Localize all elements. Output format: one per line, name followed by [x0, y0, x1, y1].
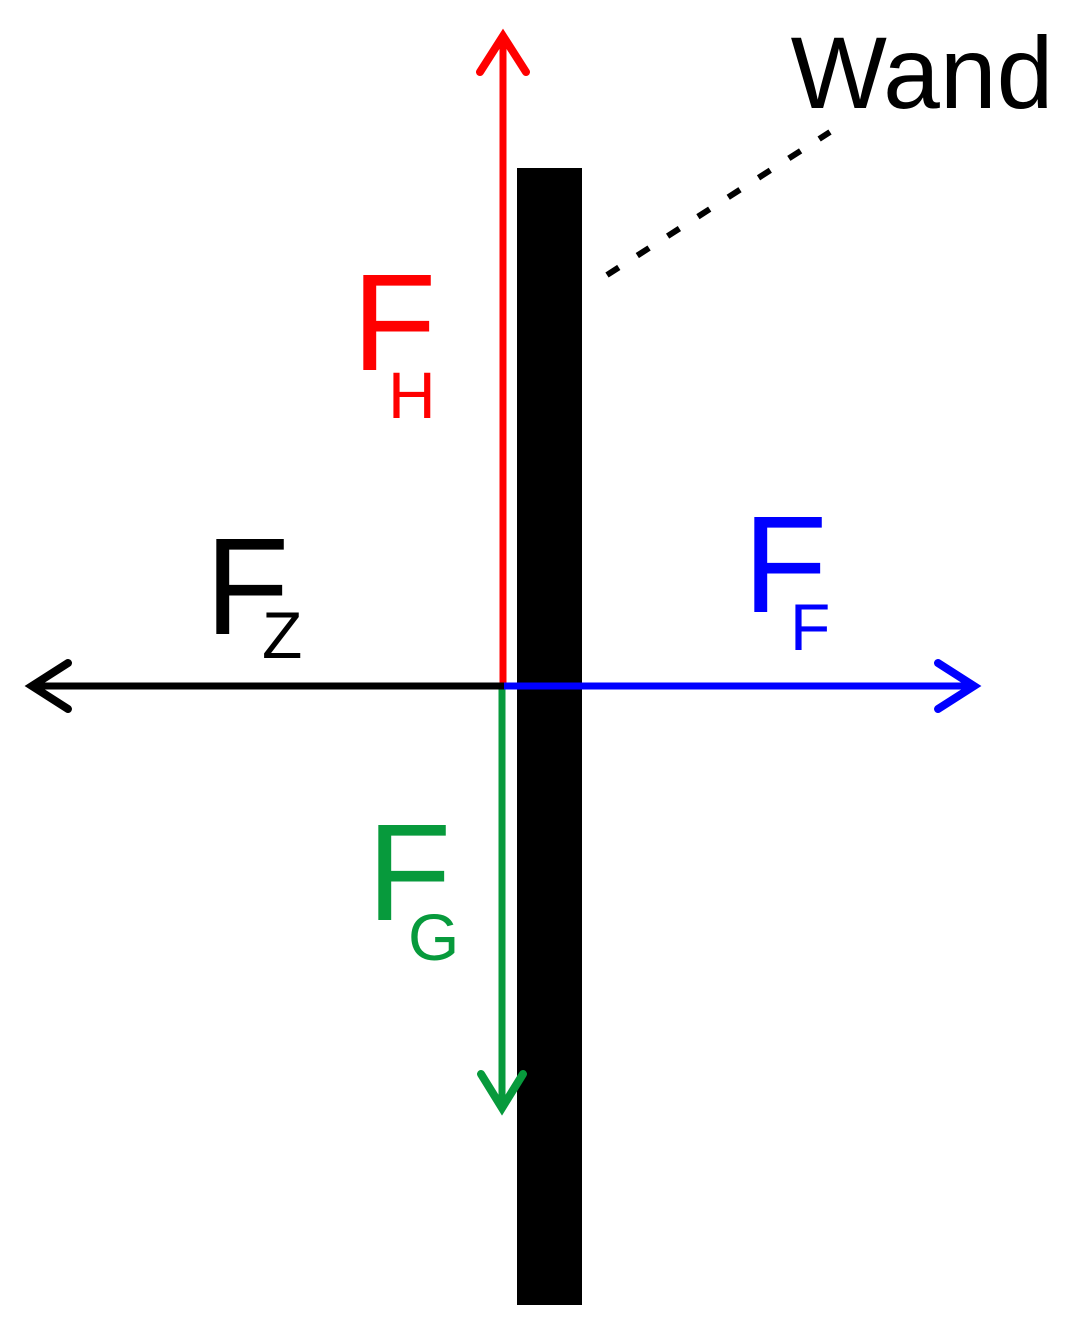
force-arrow-f	[504, 659, 982, 713]
force-arrow-h	[476, 28, 530, 686]
force-g-symbol: F	[367, 796, 451, 950]
force-arrow-g	[477, 688, 527, 1116]
force-z-label: FZ	[205, 510, 302, 672]
force-z-symbol: F	[205, 510, 289, 664]
force-f-label: FF	[743, 488, 830, 664]
wall-label: Wand	[791, 16, 1054, 130]
force-z-arrowhead	[24, 659, 72, 713]
force-f-subscript: F	[790, 590, 830, 664]
wall-leader-line	[605, 129, 832, 278]
force-h-subscript: H	[388, 358, 436, 432]
force-f-symbol: F	[743, 488, 827, 642]
force-g-arrowhead	[477, 1070, 527, 1116]
force-h-arrowhead	[476, 28, 530, 76]
force-h-symbol: F	[352, 246, 436, 400]
force-f-arrowhead	[934, 659, 982, 713]
force-g-label: FG	[367, 796, 459, 974]
force-z-subscript: Z	[262, 598, 302, 672]
force-g-subscript: G	[408, 900, 459, 974]
force-arrow-z	[24, 659, 504, 713]
wall-bar	[517, 168, 582, 1305]
force-h-label: FH	[352, 246, 436, 432]
